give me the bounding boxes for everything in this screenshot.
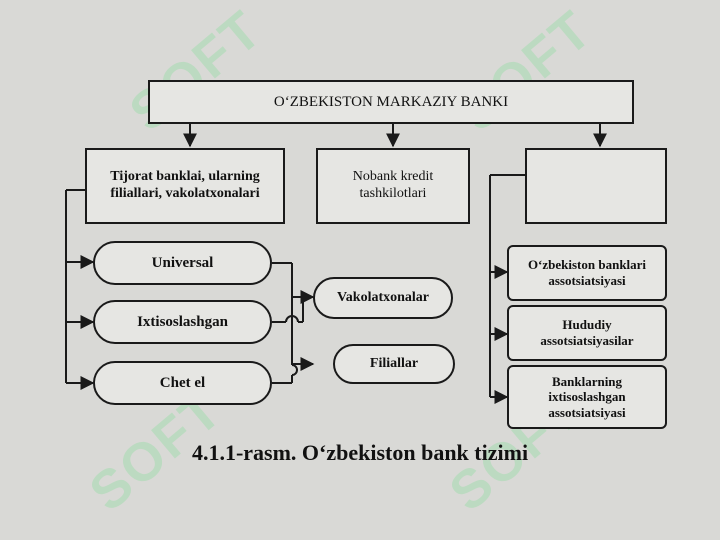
nonbank-label: Nobank kredit tashkilotlari: [352, 169, 434, 201]
branch-label: Filiallar: [369, 356, 419, 371]
nonbank-box: Nobank kredit tashkilotlari: [316, 148, 470, 224]
association-regional: Hududiy assotsiatsiyasilar: [507, 305, 667, 361]
association-label: O‘zbekiston banklari assotsiatsiyasi: [527, 257, 647, 288]
branch-label: Vakolatxonalar: [336, 290, 430, 305]
association-label: Hududiy assotsiatsiyasilar: [540, 317, 634, 348]
figure-caption: 4.1.1-rasm. O‘zbekiston bank tizimi: [191, 440, 529, 465]
bank-type-universal: Universal: [93, 241, 272, 285]
bank-type-label: Chet el: [159, 374, 206, 391]
bank-type-label: Universal: [151, 254, 214, 271]
bank-type-foreign: Chet el: [93, 361, 272, 405]
central-bank-label: O‘ZBEKISTON MARKAZIY BANKI: [273, 94, 509, 110]
bank-type-specialized: Ixtisoslashgan: [93, 300, 272, 344]
commercial-banks-label: Tijorat banklai, ularning filiallari, va…: [110, 169, 260, 201]
association-label: Banklarning ixtisoslashgan assotsiatsiya…: [548, 373, 626, 420]
association-uzbek-banks: O‘zbekiston banklari assotsiatsiyasi: [507, 245, 667, 301]
central-bank-box: O‘ZBEKISTON MARKAZIY BANKI: [148, 80, 634, 124]
association-specialized: Banklarning ixtisoslashgan assotsiatsiya…: [507, 365, 667, 429]
representative-offices-pill: Vakolatxonalar: [313, 277, 453, 319]
bank-type-label: Ixtisoslashgan: [137, 313, 228, 330]
commercial-banks-box: Tijorat banklai, ularning filiallari, va…: [85, 148, 285, 224]
branches-pill: Filiallar: [333, 344, 455, 384]
associations-parent-box: [525, 148, 667, 224]
